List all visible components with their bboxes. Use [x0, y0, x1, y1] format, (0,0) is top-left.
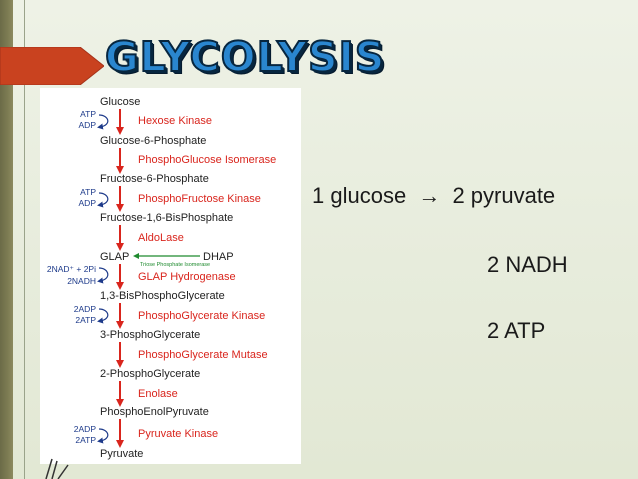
- enzyme-hexose-kinase: Hexose Kinase: [138, 115, 212, 127]
- left-decorative-bar: [0, 0, 13, 479]
- cofactor-step-7-input: 2ADP: [74, 304, 97, 314]
- summary-equation: 1 glucose → 2 pyruvate: [312, 185, 555, 207]
- enzyme-triose-phosphate-isomerase: Triose Phosphate Isomerase: [140, 262, 210, 268]
- metabolite-phosphoenolpyruvate: PhosphoEnolPyruvate: [100, 406, 209, 418]
- cofactor-step-1-output: ADP: [79, 120, 97, 130]
- enzyme-phosphoglycerate-mutase: PhosphoGlycerate Mutase: [138, 349, 268, 361]
- enzyme-pyruvate-kinase: Pyruvate Kinase: [138, 428, 218, 440]
- cofactor-step-7-output: 2ATP: [75, 315, 96, 325]
- cofactor-arrow-step-7: [97, 308, 109, 324]
- cofactor-step-1-input: ATP: [80, 109, 96, 119]
- right-arrow-icon: →: [418, 183, 441, 208]
- metabolite-pyruvate: Pyruvate: [100, 448, 143, 460]
- cofactor-step-10-input: 2ADP: [74, 424, 97, 434]
- metabolite-fructose-1-6-bisphosphate: Fructose-1,6-BisPhosphate: [100, 212, 233, 224]
- cofactor-step-3-output: ADP: [79, 198, 97, 208]
- metabolite-fructose-6-phosphate: Fructose-6-Phosphate: [100, 173, 209, 185]
- metabolite-glucose-6-phosphate: Glucose-6-Phosphate: [100, 135, 206, 147]
- enzyme-phosphoglycerate-kinase: PhosphoGlycerate Kinase: [138, 310, 265, 322]
- metabolite-3-phosphoglycerate: 3-PhosphoGlycerate: [100, 329, 200, 341]
- cofactor-arrow-step-10: [97, 428, 109, 444]
- summary-lhs: 1 glucose: [312, 183, 407, 208]
- metabolite-2-phosphoglycerate: 2-PhosphoGlycerate: [100, 368, 200, 380]
- cofactor-arrow-step-3: [97, 192, 109, 208]
- cofactor-arrow-step-1: [97, 114, 109, 130]
- metabolite-dhap: DHAP: [203, 251, 234, 263]
- cofactor-step-6-output: 2NADH: [67, 276, 96, 286]
- left-divider-line: [24, 0, 25, 479]
- slide-title: GLYCOLYSIS: [104, 33, 386, 81]
- summary-atp: 2 ATP: [487, 318, 546, 343]
- cofactor-step-3-input: ATP: [80, 187, 96, 197]
- decorative-corner-lines: [45, 458, 69, 479]
- summary-rhs: 2 pyruvate: [452, 183, 556, 208]
- glycolysis-pathway-diagram: Glucose Glucose-6-Phosphate Fructose-6-P…: [40, 88, 301, 464]
- title-arrow-pointer-icon: [0, 47, 104, 85]
- enzyme-glap-hydrogenase: GLAP Hydrogenase: [138, 271, 236, 283]
- metabolite-glap: GLAP: [100, 251, 129, 263]
- enzyme-enolase: Enolase: [138, 388, 178, 400]
- metabolite-1-3-bisphosphoglycerate: 1,3-BisPhosphoGlycerate: [100, 290, 225, 302]
- cofactor-step-6-input: 2NAD⁺ + 2Pi: [47, 264, 96, 274]
- summary-nadh: 2 NADH: [487, 252, 568, 277]
- enzyme-phosphoglucose-isomerase: PhosphoGlucose Isomerase: [138, 154, 276, 166]
- cofactor-arrow-step-6: [97, 267, 109, 284]
- enzyme-phosphofructose-kinase: PhosphoFructose Kinase: [138, 193, 261, 205]
- cofactor-step-10-output: 2ATP: [75, 435, 96, 445]
- enzyme-aldolase: AldoLase: [138, 232, 184, 244]
- metabolite-glucose: Glucose: [100, 96, 140, 108]
